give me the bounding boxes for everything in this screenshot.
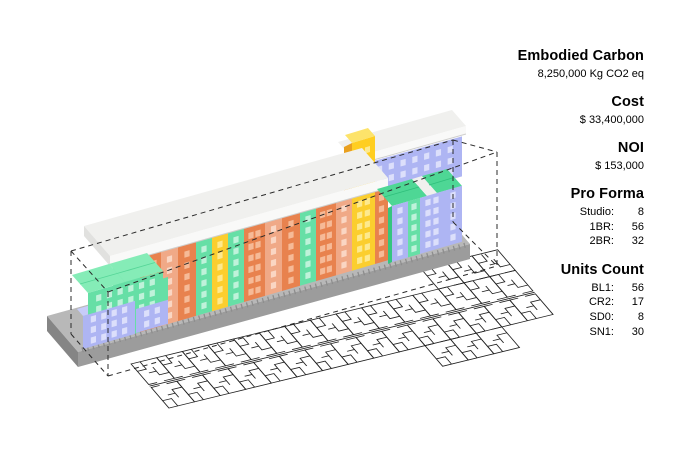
pro-forma-row-2br: 2BR: 32: [589, 235, 644, 248]
units-row-sn1: SN1: 30: [589, 325, 644, 338]
stat-section-units-count: Units Count BL1: 56 CR2: 17 SD0: 8 SN1: …: [414, 262, 644, 339]
stat-section-noi: NOI $ 153,000: [414, 140, 644, 173]
stat-title-pro-forma: Pro Forma: [570, 186, 644, 202]
plinth-hatch-ticks: [81, 242, 467, 353]
stat-section-pro-forma: Pro Forma Studio: 8 1BR: 56 2BR: 32: [414, 186, 644, 249]
stat-title-noi: NOI: [617, 140, 644, 156]
stat-section-cost: Cost $ 33,400,000: [414, 94, 644, 127]
floor-plan-drawing: [130, 249, 554, 409]
bounding-box-dashed: [70, 139, 498, 377]
main-white-roof: [84, 148, 389, 267]
pro-forma-row-studio: Studio: 8: [579, 206, 644, 218]
stats-panel: Embodied Carbon 8,250,000 Kg CO2 eq Cost…: [414, 48, 644, 352]
stat-value-cost: $ 33,400,000: [579, 114, 644, 126]
stat-value-embodied-carbon: 8,250,000 Kg CO2 eq: [537, 68, 644, 80]
stat-title-embodied-carbon: Embodied Carbon: [517, 48, 644, 64]
stat-section-embodied-carbon: Embodied Carbon 8,250,000 Kg CO2 eq: [414, 48, 644, 81]
wing-green-roof: [377, 179, 427, 206]
left-low-blocks: [72, 253, 168, 349]
right-wing-block: [377, 169, 462, 264]
stat-title-units-count: Units Count: [560, 261, 644, 278]
stat-value-noi: $ 153,000: [595, 160, 644, 172]
units-row-cr2: CR2: 17: [588, 296, 644, 309]
units-row-sd0: SD0: 8: [589, 310, 644, 323]
pro-forma-row-1br: 1BR: 56: [589, 220, 644, 233]
units-row-bl1: BL1: 56: [591, 281, 644, 294]
stat-title-cost: Cost: [611, 94, 644, 110]
